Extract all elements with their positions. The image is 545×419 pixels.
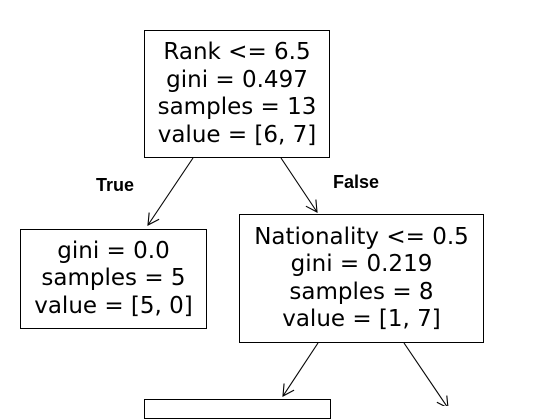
root-node: Rank <= 6.5 gini = 0.497 samples = 13 va… xyxy=(144,30,330,158)
root-samples: samples = 13 xyxy=(157,94,317,120)
truncated-child-node xyxy=(144,399,331,419)
edge-right-to-left-child xyxy=(282,342,319,397)
left-gini: gini = 0.0 xyxy=(57,237,170,264)
root-value: value = [6, 7] xyxy=(157,121,317,148)
edge-right-to-right-child xyxy=(403,342,449,406)
left-value: value = [5, 0] xyxy=(34,292,193,319)
root-split-rule: Rank <= 6.5 xyxy=(163,39,311,65)
right-samples: samples = 8 xyxy=(289,278,434,305)
right-split-rule: Nationality <= 0.5 xyxy=(254,223,469,250)
root-gini: gini = 0.497 xyxy=(166,66,308,93)
edge-label-true: True xyxy=(96,175,135,195)
left-samples: samples = 5 xyxy=(41,265,186,292)
right-split-node: Nationality <= 0.5 gini = 0.219 samples … xyxy=(239,214,484,343)
right-gini: gini = 0.219 xyxy=(290,251,433,277)
tree-edges xyxy=(147,157,449,406)
edge-label-false: False xyxy=(333,172,380,192)
right-value: value = [1, 7] xyxy=(282,306,441,332)
edge-root-to-left xyxy=(147,157,194,226)
edge-root-to-right xyxy=(280,157,318,213)
decision-tree-diagram: Rank <= 6.5 gini = 0.497 samples = 13 va… xyxy=(20,30,484,419)
left-leaf-node: gini = 0.0 samples = 5 value = [5, 0] xyxy=(20,229,207,329)
